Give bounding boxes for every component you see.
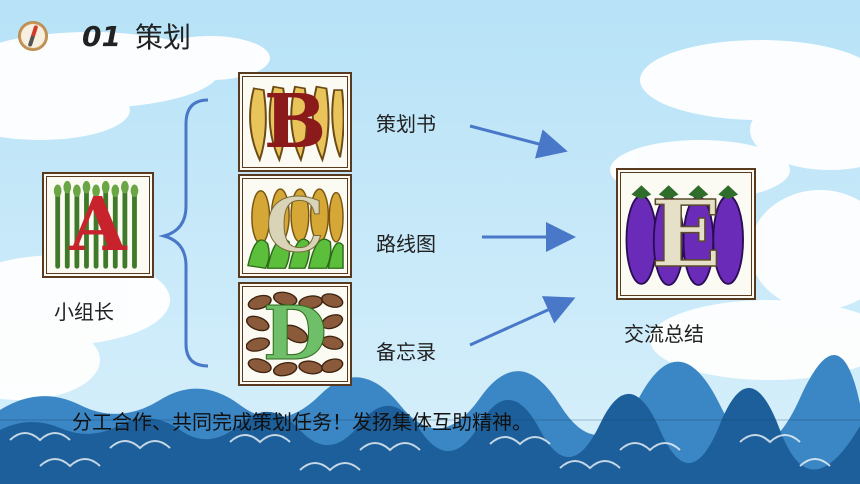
tile-b: B [238, 72, 352, 172]
label-summary: 交流总结 [624, 322, 704, 346]
banana-icon [249, 85, 344, 163]
label-route: 路线图 [376, 232, 436, 256]
section-number: 01 [82, 19, 121, 53]
title-row: 01 策划 [18, 16, 191, 56]
tile-a: A [42, 172, 154, 278]
tile-e: E [616, 168, 756, 300]
asparagus-icon [53, 180, 139, 269]
footer-slogan: 分工合作、共同完成策划任务！发扬集体互助精神。 [72, 410, 532, 434]
tile-b-letter: B [263, 79, 327, 165]
corn-icon [247, 188, 344, 269]
grouping-bracket [158, 98, 209, 368]
tile-c-letter: C [265, 183, 325, 269]
arrow-plan [469, 124, 568, 159]
label-memo: 备忘录 [376, 340, 436, 364]
tile-c: C [238, 174, 352, 278]
tile-a-letter: A [69, 182, 127, 268]
section-title: 策划 [134, 21, 191, 54]
label-leader: 小组长 [54, 300, 114, 324]
arrow-memo [469, 296, 576, 347]
dates-icon [246, 291, 344, 377]
tile-d: D [238, 282, 352, 386]
label-plan: 策划书 [376, 112, 436, 136]
tile-d-letter: D [262, 291, 328, 377]
eggplant-icon [625, 185, 744, 286]
tile-e-letter: E [650, 180, 722, 288]
compass-icon [18, 21, 48, 51]
